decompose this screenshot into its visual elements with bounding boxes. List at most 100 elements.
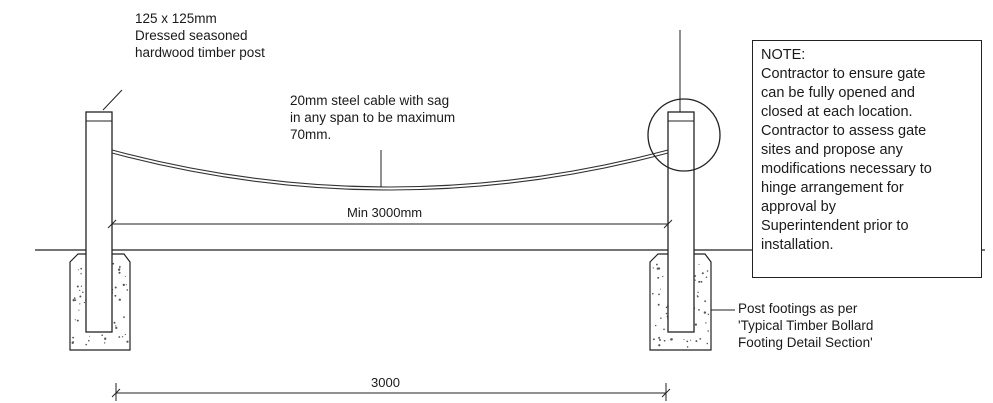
concrete-speckle xyxy=(705,276,708,279)
concrete-speckle xyxy=(123,316,125,318)
concrete-speckle xyxy=(689,339,692,341)
note-line: can be fully opened and xyxy=(761,85,915,101)
concrete-speckle xyxy=(707,330,709,332)
concrete-speckle xyxy=(703,311,707,314)
concrete-speckle xyxy=(686,346,689,348)
post-label-leader xyxy=(102,89,123,111)
concrete-speckle xyxy=(706,270,709,272)
concrete-speckle xyxy=(79,289,81,292)
concrete-speckle xyxy=(76,319,79,322)
footing-concrete-texture xyxy=(71,262,710,348)
concrete-speckle xyxy=(696,294,698,297)
concrete-speckle xyxy=(654,324,657,327)
concrete-speckle xyxy=(117,268,121,271)
concrete-speckle xyxy=(698,309,700,311)
concrete-speckle xyxy=(660,317,662,319)
cable-spec-line: 70mm. xyxy=(290,127,332,142)
cable-spec-line: 20mm steel cable with sag xyxy=(290,93,450,108)
post-spec-line: hardwood timber post xyxy=(135,45,265,60)
concrete-speckle xyxy=(658,344,661,347)
note-line: approval by xyxy=(761,199,836,215)
note-line: Superintendent prior to xyxy=(761,218,909,234)
concrete-speckle xyxy=(80,273,82,275)
concrete-speckle xyxy=(118,336,121,338)
concrete-speckle xyxy=(701,272,704,275)
concrete-speckle xyxy=(114,294,117,297)
concrete-speckle xyxy=(74,319,76,321)
concrete-speckle xyxy=(652,267,654,269)
concrete-speckle xyxy=(74,299,77,301)
concrete-speckle xyxy=(698,263,700,265)
concrete-speckle xyxy=(79,295,82,298)
overall-span-label: 3000 xyxy=(371,375,400,390)
concrete-speckle xyxy=(80,267,83,270)
note-line: installation. xyxy=(761,237,834,253)
note-line: modifications necessary to xyxy=(761,161,932,177)
concrete-speckle xyxy=(126,340,129,343)
concrete-speckle xyxy=(665,312,668,315)
concrete-speckle xyxy=(125,284,127,286)
concrete-speckle xyxy=(694,323,698,326)
post-spec-label: 125 x 125mm Dressed seasoned hardwood ti… xyxy=(135,10,265,61)
concrete-speckle xyxy=(85,343,88,346)
concrete-speckle xyxy=(705,322,707,324)
note-line: Contractor to ensure gate xyxy=(761,66,926,82)
concrete-speckle xyxy=(112,262,115,265)
concrete-speckle xyxy=(115,325,117,327)
steel-cable-inner xyxy=(111,152,669,191)
footing-note-label: Post footings as per 'Typical Timber Bol… xyxy=(738,300,873,351)
concrete-speckle xyxy=(78,309,80,311)
concrete-speckle xyxy=(103,342,106,344)
concrete-speckle xyxy=(77,269,79,271)
footing-note-line: Footing Detail Section' xyxy=(738,335,873,350)
steel-cable xyxy=(111,149,669,188)
concrete-speckle xyxy=(126,289,129,291)
concrete-speckle xyxy=(72,341,74,343)
concrete-speckle xyxy=(124,275,126,278)
concrete-speckle xyxy=(686,340,689,343)
concrete-speckle xyxy=(658,293,660,296)
right-timber-post xyxy=(667,111,695,333)
concrete-speckle xyxy=(663,328,665,331)
concrete-speckle xyxy=(706,342,709,345)
concrete-speckle xyxy=(704,300,706,303)
concrete-speckle xyxy=(83,301,86,304)
note-line: hinge arrangement for xyxy=(761,180,904,196)
post-spec-line: 125 x 125mm xyxy=(135,11,217,26)
concrete-speckle xyxy=(695,340,698,343)
concrete-speckle xyxy=(696,295,699,298)
concrete-speckle xyxy=(694,279,696,281)
concrete-speckle xyxy=(662,275,664,278)
concrete-speckle xyxy=(665,306,668,309)
concrete-speckle xyxy=(697,291,699,294)
concrete-speckle xyxy=(113,321,116,324)
concrete-speckle xyxy=(101,334,103,336)
left-timber-post xyxy=(85,111,113,333)
cable-spec-label: 20mm steel cable with sag in any span to… xyxy=(290,92,455,143)
concrete-speckle xyxy=(699,338,702,340)
concrete-speckle xyxy=(658,336,661,339)
concrete-speckle xyxy=(118,271,121,274)
concrete-speckle xyxy=(76,285,79,288)
note-line: closed at each location. xyxy=(761,104,913,120)
footing-note-line: Post footings as per xyxy=(738,301,858,316)
concrete-speckle xyxy=(663,339,666,342)
concrete-speckle xyxy=(700,280,703,283)
concrete-speckle xyxy=(657,267,661,270)
concrete-speckle xyxy=(121,336,124,338)
concrete-speckle xyxy=(122,283,125,287)
concrete-speckle xyxy=(651,292,654,295)
concrete-speckle xyxy=(114,286,117,289)
concrete-speckle xyxy=(670,338,673,341)
concrete-speckle xyxy=(652,338,655,341)
concrete-speckle xyxy=(707,313,710,316)
concrete-speckle xyxy=(80,285,83,287)
concrete-speckle xyxy=(115,326,118,329)
note-line: Contractor to assess gate xyxy=(761,123,927,139)
concrete-speckle xyxy=(694,275,697,277)
concrete-speckle xyxy=(119,266,121,269)
concrete-speckle xyxy=(657,303,660,306)
footing-note-line: 'Typical Timber Bollard xyxy=(738,318,874,333)
post-spec-line: Dressed seasoned xyxy=(135,28,248,43)
concrete-speckle xyxy=(82,291,84,293)
